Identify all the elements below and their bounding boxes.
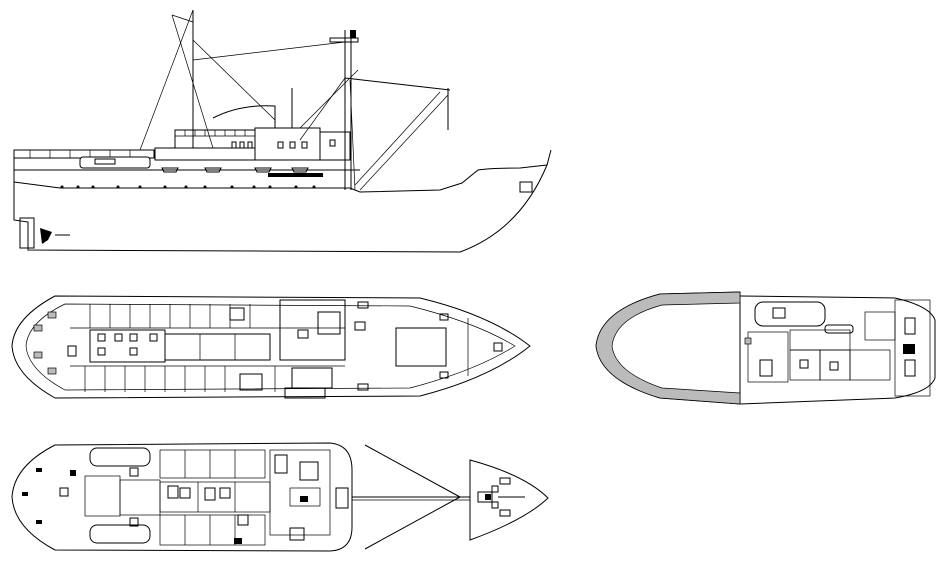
lower-deck-rooms (84, 449, 331, 546)
funnel (212, 105, 276, 128)
stern-bollards (33, 311, 57, 375)
cargo-hatch (395, 327, 447, 367)
bow-extension-plan (364, 444, 549, 550)
superstructure-lower (154, 147, 256, 161)
lower-fixtures (59, 454, 349, 541)
bow-deck-bulwark (595, 291, 741, 405)
bitt (744, 337, 752, 345)
derrick-boom (344, 77, 451, 91)
bow-deck-plan (595, 291, 936, 405)
windows (161, 139, 336, 173)
wheelhouse-room (279, 299, 346, 361)
fender-row (268, 173, 323, 177)
hull-outline (13, 158, 548, 253)
bow-fixtures (759, 317, 916, 377)
chart-table (317, 311, 341, 335)
lifeboat-port (89, 447, 151, 467)
aft-deck-outline (739, 295, 936, 405)
main-deck-inner (25, 303, 516, 391)
lower-deck-outline (11, 442, 353, 552)
forward-house (319, 131, 351, 161)
lifeboat-starboard (89, 524, 151, 544)
crosstree (329, 37, 359, 43)
central-corridor-room (164, 333, 271, 361)
lifeboat-hatch (94, 158, 116, 165)
portholes (60, 185, 316, 189)
anchor-pocket (519, 181, 533, 193)
main-deck-plan (11, 295, 531, 399)
deck-fixtures (67, 301, 503, 399)
propeller (40, 228, 52, 244)
stern-frame (19, 217, 35, 249)
bow-tip-outline (469, 459, 549, 541)
bow-stem (546, 149, 552, 166)
upper-cabins (70, 304, 345, 329)
bow-deck-rooms (747, 299, 931, 397)
bow-guide-upper (364, 444, 461, 498)
lower-markers (22, 468, 308, 544)
rigging (139, 9, 346, 151)
wheelhouse (254, 127, 321, 161)
mast-light (350, 30, 356, 38)
bow-guide-lower (364, 496, 461, 550)
windlass (903, 344, 915, 354)
rescue-boat (754, 301, 826, 327)
bow-tip-fixtures (477, 477, 525, 517)
derrick-stays (299, 69, 449, 191)
bridge-railing (175, 130, 255, 137)
lower-deck-plan (11, 442, 470, 552)
main-deck-outline (11, 295, 531, 399)
lower-cabins (70, 365, 345, 392)
bow-deck-outline (595, 291, 741, 405)
mess-room (89, 329, 166, 363)
side-elevation (13, 9, 552, 253)
bow-winch (485, 494, 491, 500)
boat-console (772, 307, 786, 319)
